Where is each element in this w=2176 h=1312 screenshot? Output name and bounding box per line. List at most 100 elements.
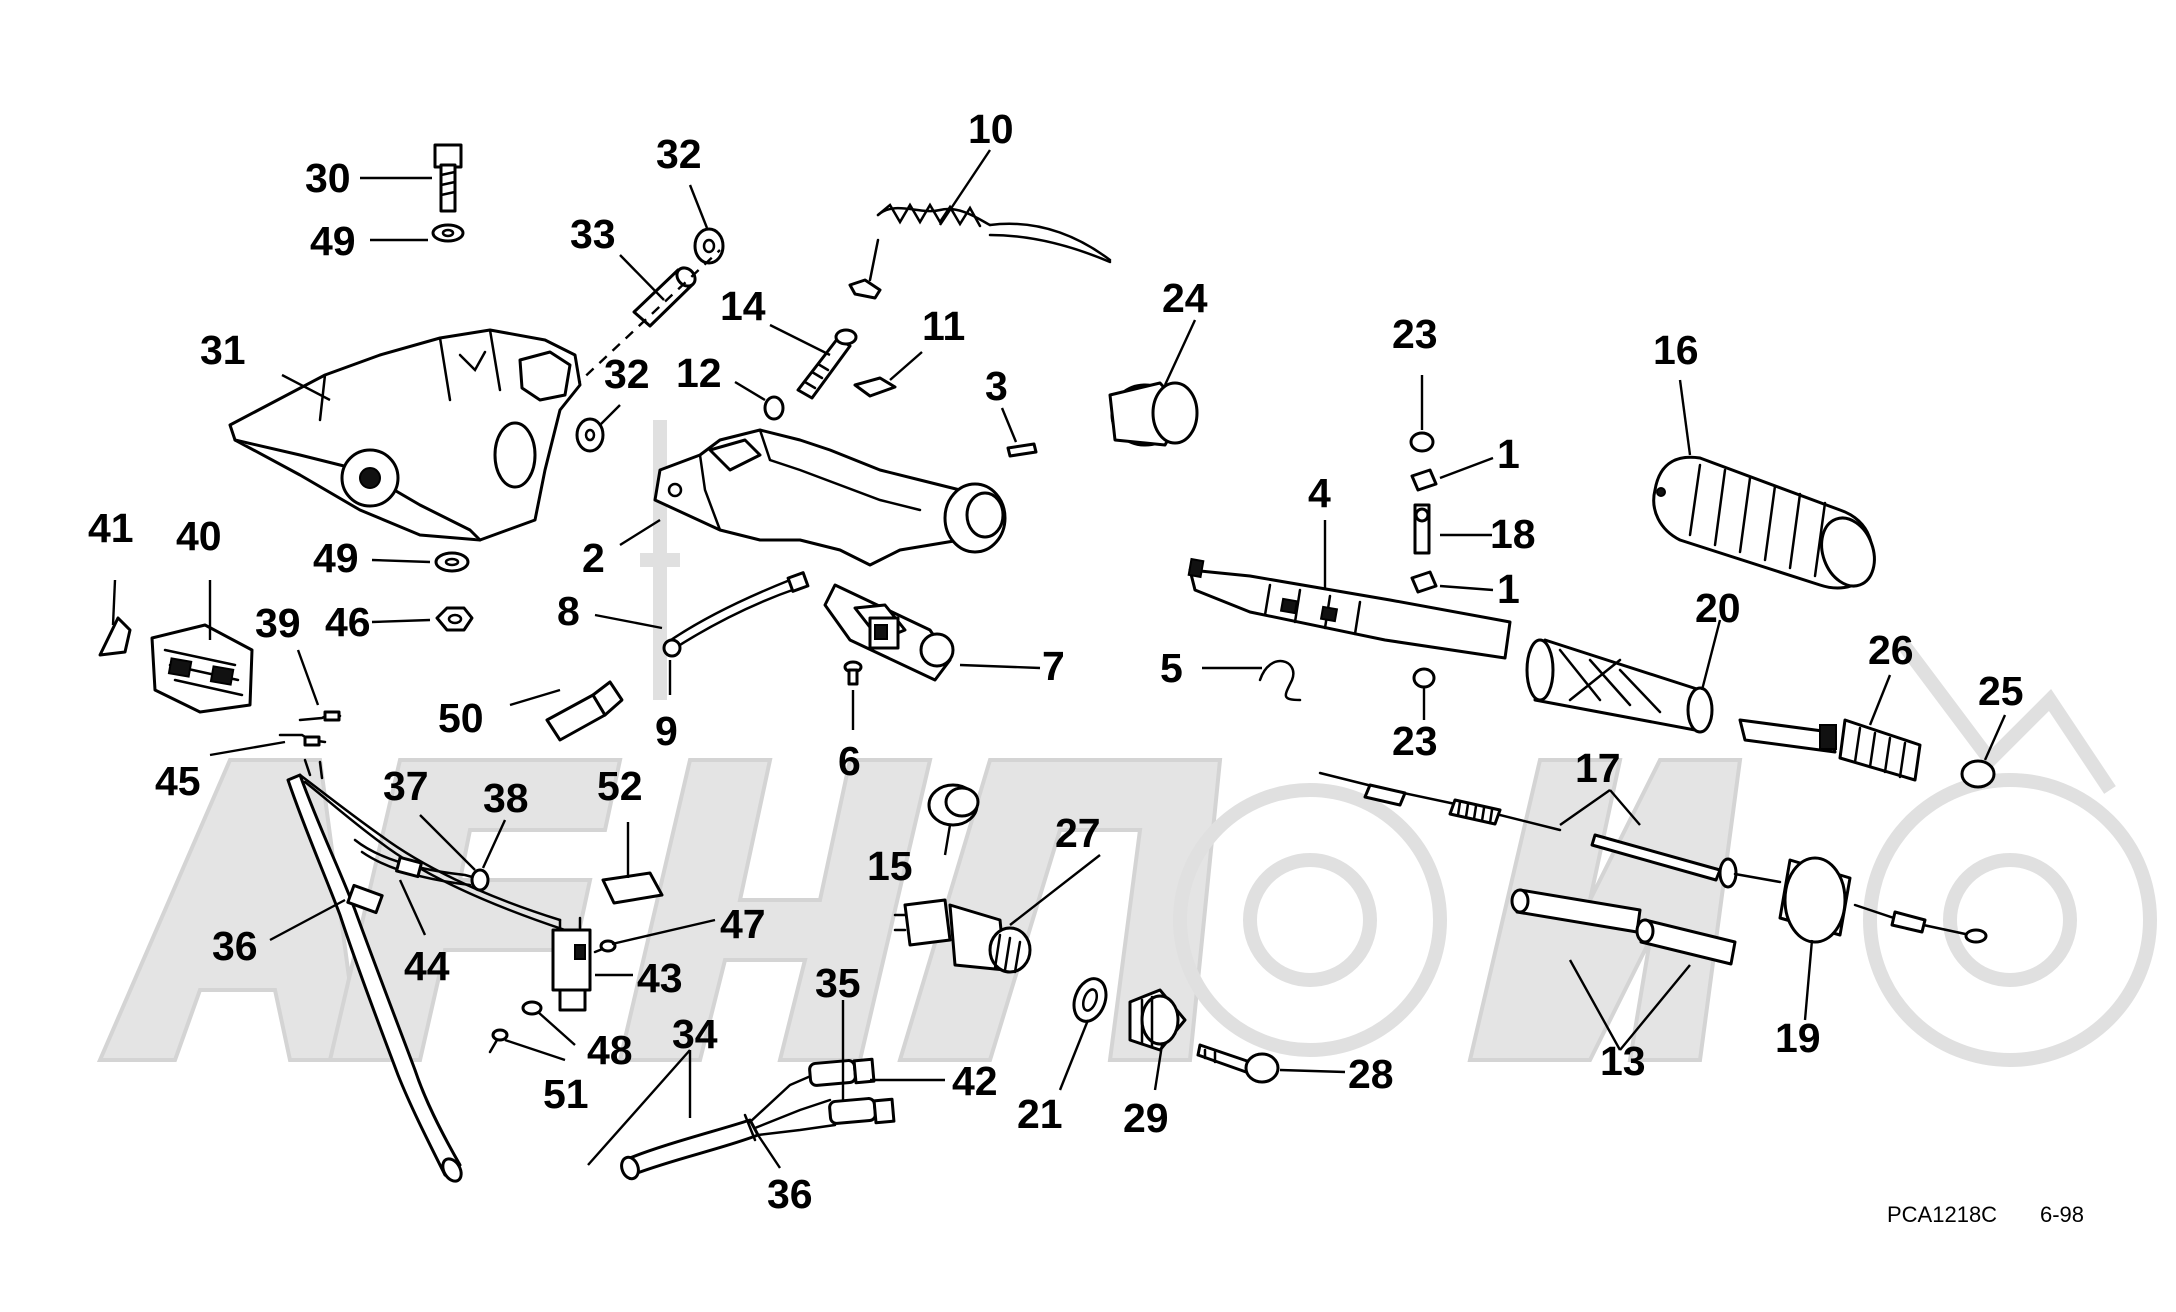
harness-36-lower <box>620 1057 896 1181</box>
cover-31 <box>228 328 582 542</box>
callout-32-mid: 32 <box>604 351 650 397</box>
washer-49-top <box>431 223 465 243</box>
washer-21 <box>1072 977 1108 1023</box>
clip-11 <box>853 376 897 398</box>
callout-26: 26 <box>1868 627 1914 673</box>
wire-8 <box>662 571 810 658</box>
nut-29 <box>1128 988 1187 1052</box>
cap-24 <box>1108 381 1199 447</box>
callout-47: 47 <box>720 901 766 947</box>
callout-39: 39 <box>255 600 301 646</box>
oring-48 <box>521 1000 543 1016</box>
tiller-arm-2 <box>653 428 1007 567</box>
callout-12: 12 <box>676 350 722 396</box>
callout-45: 45 <box>155 758 201 804</box>
spring-5 <box>1258 660 1302 702</box>
callout-42: 42 <box>952 1058 998 1104</box>
callout-50: 50 <box>438 695 484 741</box>
plug-15 <box>927 783 980 827</box>
callout-32-top: 32 <box>656 131 702 177</box>
washer-12 <box>763 395 785 421</box>
callout-43: 43 <box>637 955 683 1001</box>
callout-51: 51 <box>543 1071 589 1117</box>
ignition-switch-27 <box>893 898 1032 974</box>
washer-49-bottom <box>434 551 470 573</box>
callout-41: 41 <box>88 505 134 551</box>
callout-49-bottom: 49 <box>313 535 359 581</box>
callout-3: 3 <box>985 363 1008 409</box>
connector-40 <box>150 623 254 714</box>
key-28 <box>1196 1043 1280 1084</box>
lanyard-10 <box>848 202 1112 300</box>
footer-date: 6-98 <box>2040 1202 2084 1227</box>
part-1-top <box>1410 468 1438 492</box>
shaft-4 <box>1187 557 1512 660</box>
part-drawings <box>98 143 1996 1183</box>
knob-25 <box>1960 759 1996 789</box>
callout-29: 29 <box>1123 1095 1169 1141</box>
bracket-7 <box>823 583 955 682</box>
callout-25: 25 <box>1978 668 2024 714</box>
footer-code: PCA1218C <box>1887 1202 1997 1227</box>
callout-38: 38 <box>483 775 529 821</box>
callout-23-bottom: 23 <box>1392 718 1438 764</box>
terminal-45 <box>278 733 327 747</box>
callout-21: 21 <box>1017 1091 1063 1137</box>
screw-51 <box>488 1028 509 1054</box>
leader-lines <box>111 149 2007 1169</box>
washer-32-top <box>693 227 725 265</box>
callout-7: 7 <box>1042 643 1065 689</box>
plate-52 <box>601 871 664 905</box>
callout-37: 37 <box>383 763 429 809</box>
callout-44: 44 <box>404 943 450 989</box>
callout-34: 34 <box>672 1011 718 1057</box>
callout-5: 5 <box>1160 645 1183 691</box>
pin-18 <box>1413 503 1431 555</box>
cylinder-19 <box>1778 856 1988 944</box>
callout-20: 20 <box>1695 585 1741 631</box>
callout-8: 8 <box>557 588 580 634</box>
callout-36-bottom: 36 <box>767 1171 813 1217</box>
screw-47 <box>593 939 617 954</box>
harness-36 <box>286 758 567 1183</box>
callout-11: 11 <box>922 303 965 349</box>
throttle-sleeve-20 <box>1525 638 1714 734</box>
callout-18: 18 <box>1490 511 1536 557</box>
footer: PCA1218C 6-98 <box>1887 1202 2084 1227</box>
callout-46: 46 <box>325 599 371 645</box>
callout-40: 40 <box>176 513 222 559</box>
part-1-bottom <box>1410 570 1438 594</box>
callout-36-left: 36 <box>212 923 258 969</box>
callout-17: 17 <box>1575 745 1621 791</box>
screw-6 <box>843 660 863 686</box>
part-23-bottom <box>1412 667 1436 689</box>
callout-35: 35 <box>815 960 861 1006</box>
callout-16: 16 <box>1653 327 1699 373</box>
sleeves-13 <box>1510 888 1737 966</box>
callout-49-top: 49 <box>310 218 356 264</box>
callout-4: 4 <box>1308 470 1331 516</box>
nut-46 <box>435 606 474 632</box>
callout-1-top: 1 <box>1497 431 1520 477</box>
callout-33: 33 <box>570 211 616 257</box>
washer-32-mid <box>575 417 605 453</box>
callout-labels: 30 49 32 33 10 14 11 24 23 16 31 12 32 3… <box>88 106 2024 1217</box>
callout-30: 30 <box>305 155 351 201</box>
callout-48: 48 <box>587 1027 633 1073</box>
callout-10: 10 <box>968 106 1014 152</box>
bolt-30 <box>433 143 463 213</box>
callout-24: 24 <box>1162 275 1208 321</box>
callout-2: 2 <box>582 535 605 581</box>
switch-43 <box>551 916 592 1012</box>
connector-50 <box>545 680 624 742</box>
terminal-39 <box>298 710 342 722</box>
callout-9: 9 <box>655 708 678 754</box>
callout-23-top: 23 <box>1392 311 1438 357</box>
callout-6: 6 <box>838 738 861 784</box>
callout-31: 31 <box>200 327 246 373</box>
callout-14: 14 <box>720 283 766 329</box>
switch-26 <box>1738 718 1922 782</box>
cable-17 <box>1318 771 1782 889</box>
callout-15: 15 <box>867 843 913 889</box>
